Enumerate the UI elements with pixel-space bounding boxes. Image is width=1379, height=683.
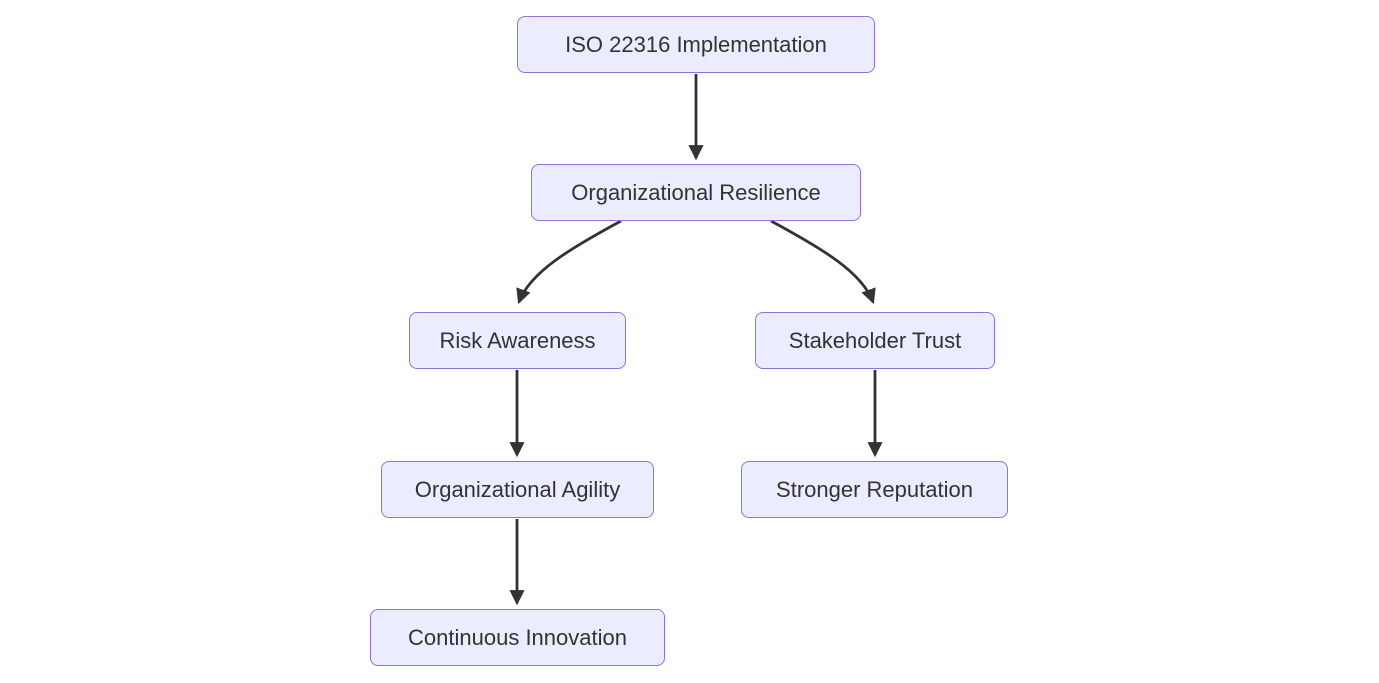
node-organizational-resilience: Organizational Resilience — [531, 164, 861, 221]
node-label: Stronger Reputation — [776, 476, 973, 502]
node-risk-awareness: Risk Awareness — [409, 312, 626, 369]
edge-resilience-to-risk-arrow — [516, 219, 622, 305]
node-label: Stakeholder Trust — [788, 327, 962, 353]
node-label: Organizational Agility — [414, 476, 621, 502]
node-label: Organizational Resilience — [571, 179, 821, 205]
node-organizational-agility: Organizational Agility — [381, 461, 654, 518]
node-iso-22316-implementation: ISO 22316 Implementation — [517, 16, 875, 73]
node-stronger-reputation: Stronger Reputation — [741, 461, 1008, 518]
node-label: Continuous Innovation — [408, 624, 627, 650]
node-label: Risk Awareness — [439, 327, 596, 353]
node-continuous-innovation: Continuous Innovation — [370, 609, 665, 666]
edge-resilience-to-trust-arrow — [770, 219, 876, 305]
node-label: ISO 22316 Implementation — [565, 31, 827, 57]
node-stakeholder-trust: Stakeholder Trust — [755, 312, 995, 369]
